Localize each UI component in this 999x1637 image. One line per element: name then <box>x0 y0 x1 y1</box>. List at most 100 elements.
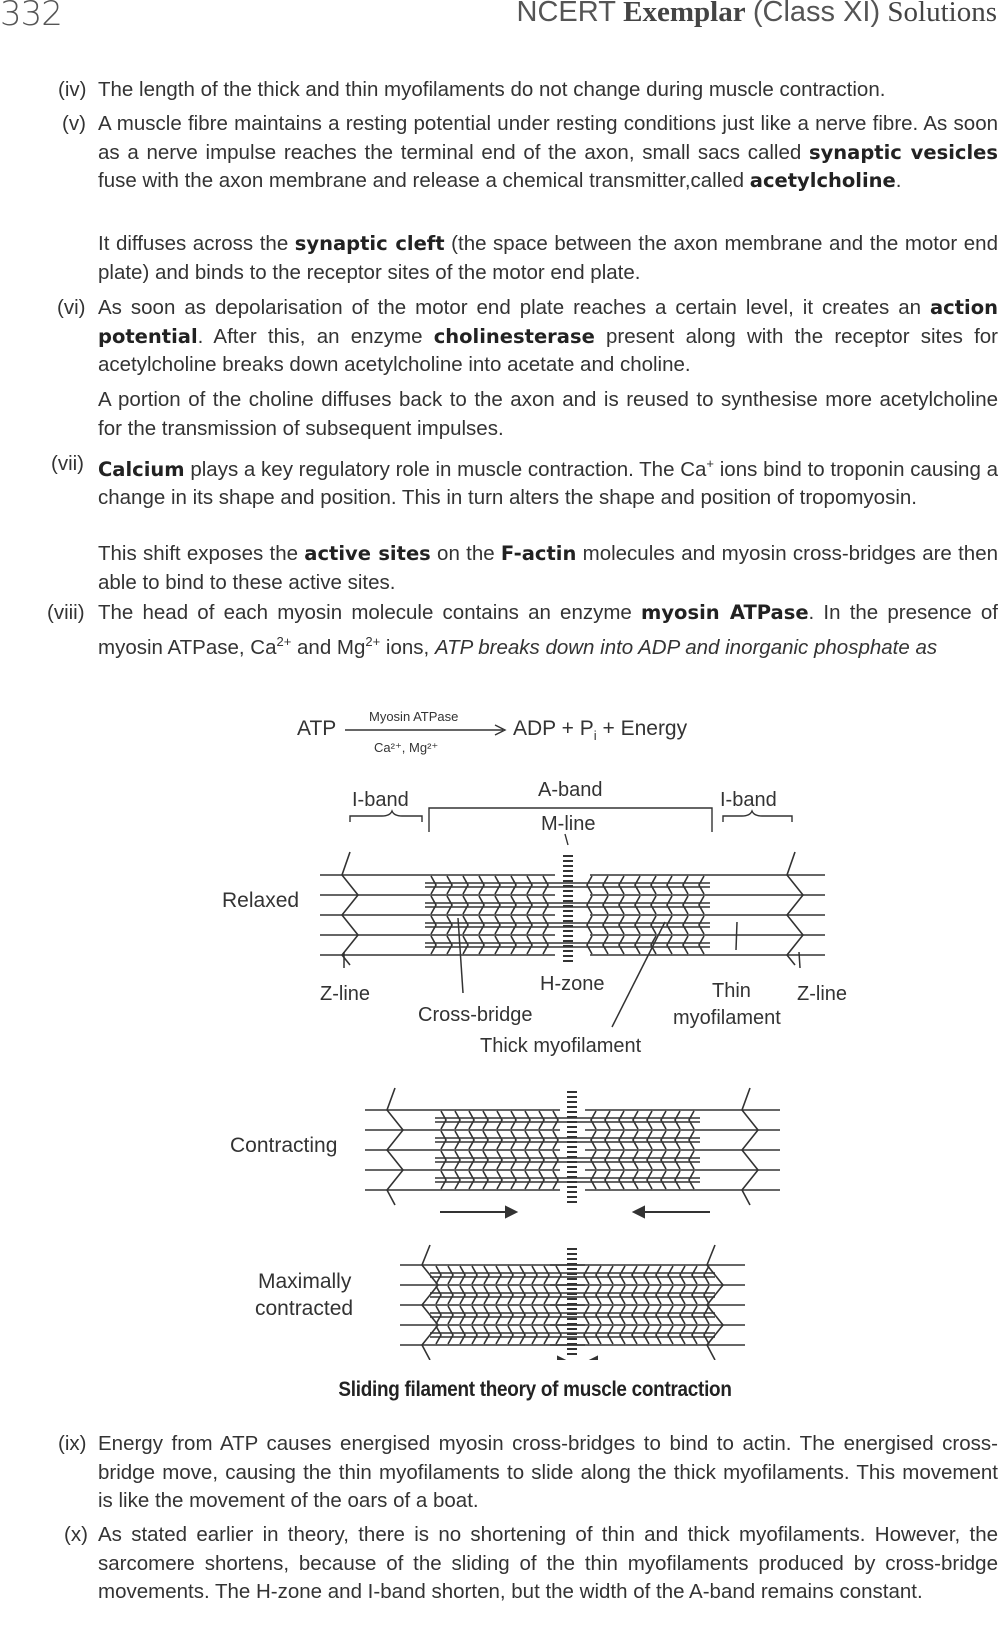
cross-bridge <box>602 935 609 955</box>
cross-bridge <box>510 935 517 955</box>
cross-bridge <box>619 1325 626 1345</box>
leader-lines <box>343 917 801 1028</box>
cross-bridge <box>435 1265 442 1285</box>
cross-bridge <box>646 1150 653 1170</box>
cross-bridge <box>618 1130 625 1150</box>
equation-below: Ca²⁺, Mg²⁺ <box>374 740 439 755</box>
item-vi-paragraph-2: A portion of the choline diffuses back t… <box>98 388 998 440</box>
cross-bridge <box>590 1110 597 1130</box>
cross-bridge <box>618 1170 625 1190</box>
cross-bridge <box>604 1130 611 1150</box>
cross-bridge <box>478 895 485 915</box>
cross-bridge <box>643 1285 650 1305</box>
item-vii-paragraph-2: This shift exposes the active sites on t… <box>98 542 999 594</box>
cross-bridge <box>524 1170 531 1190</box>
item-x-text: As stated earlier in theory, there is no… <box>98 1523 998 1603</box>
cross-bridge <box>682 935 689 955</box>
cross-bridge <box>531 1325 538 1345</box>
label-contracting: Contracting <box>230 1134 337 1157</box>
item-label-x: (x) <box>64 1523 88 1546</box>
cross-bridge <box>703 1285 710 1305</box>
cross-bridge <box>618 915 625 935</box>
cross-bridge <box>646 1130 653 1150</box>
cross-bridge <box>674 1110 681 1130</box>
cross-bridge <box>666 875 673 895</box>
cross-bridge <box>666 935 673 955</box>
cross-bridge <box>495 1305 502 1325</box>
item-label-viii: (viii) <box>47 601 85 624</box>
cross-bridge <box>650 935 657 955</box>
cross-bridge <box>495 1265 502 1285</box>
cross-bridge <box>519 1305 526 1325</box>
cross-bridge <box>660 1130 667 1150</box>
cross-bridge <box>507 1265 514 1285</box>
cross-bridge <box>552 1130 559 1150</box>
cross-bridge <box>507 1325 514 1345</box>
cross-bridge <box>538 1170 545 1190</box>
cross-bridge <box>682 895 689 915</box>
cross-bridge <box>590 1150 597 1170</box>
cross-bridge <box>471 1265 478 1285</box>
cross-bridge <box>631 1265 638 1285</box>
cross-bridge <box>634 935 641 955</box>
cross-bridge <box>483 1285 490 1305</box>
cross-bridge <box>631 1325 638 1345</box>
cross-bridge <box>496 1150 503 1170</box>
cross-bridge <box>555 1285 562 1305</box>
equation-rhs: ADP + Pi + Energy <box>513 717 688 744</box>
cross-bridge <box>538 1130 545 1150</box>
label-h-zone: H-zone <box>540 973 604 995</box>
cross-bridge <box>440 1150 447 1170</box>
label-a-band: A-band <box>538 779 603 801</box>
cross-bridge <box>595 1285 602 1305</box>
cross-bridge <box>468 1130 475 1150</box>
cross-bridge <box>447 1285 454 1305</box>
cross-bridge <box>618 935 625 955</box>
z-line <box>740 1087 760 1206</box>
item-viii-text: The head of each myosin molecule contain… <box>98 601 998 659</box>
cross-bridge <box>604 1170 611 1190</box>
cross-bridge <box>555 1325 562 1345</box>
cross-bridge <box>698 875 705 895</box>
cross-bridge <box>631 1305 638 1325</box>
cross-bridge <box>524 1130 531 1150</box>
cross-bridge <box>430 935 437 955</box>
cross-bridge <box>643 1265 650 1285</box>
label-thick-myofilament: Thick myofilament <box>480 1035 642 1057</box>
z-line <box>340 851 360 966</box>
cross-bridge <box>688 1170 695 1190</box>
cross-bridge <box>650 895 657 915</box>
cross-bridge <box>440 1110 447 1130</box>
cross-bridge <box>703 1325 710 1345</box>
cross-bridge <box>446 935 453 955</box>
cross-bridge <box>496 1110 503 1130</box>
cross-bridge <box>494 895 501 915</box>
cross-bridge <box>583 1305 590 1325</box>
label-thin-line-1: Thin <box>712 980 751 1002</box>
sarcomere-maximally-contracted <box>400 1244 745 1360</box>
cross-bridge <box>590 1170 597 1190</box>
cross-bridge <box>679 1325 686 1345</box>
item-label-vi: (vi) <box>57 296 86 319</box>
item-label-ix: (ix) <box>58 1432 87 1455</box>
label-relaxed: Relaxed <box>222 889 299 912</box>
cross-bridge <box>478 915 485 935</box>
cross-bridge <box>482 1130 489 1150</box>
z-line <box>785 851 805 966</box>
cross-bridge <box>691 1285 698 1305</box>
cross-bridge <box>507 1305 514 1325</box>
cross-bridge <box>646 1110 653 1130</box>
cross-bridge <box>634 895 641 915</box>
cross-bridge <box>583 1285 590 1305</box>
cross-bridge <box>698 935 705 955</box>
cross-bridge <box>526 935 533 955</box>
cross-bridge <box>650 875 657 895</box>
cross-bridge <box>510 1130 517 1150</box>
cross-bridge <box>552 1110 559 1130</box>
cross-bridge <box>538 1150 545 1170</box>
cross-bridge <box>674 1150 681 1170</box>
cross-bridge <box>510 1170 517 1190</box>
item-v-paragraph-2: It diffuses across the synaptic cleft (t… <box>98 232 998 284</box>
item-vi-text: As soon as depolarisation of the motor e… <box>98 296 999 376</box>
cross-bridge <box>619 1265 626 1285</box>
